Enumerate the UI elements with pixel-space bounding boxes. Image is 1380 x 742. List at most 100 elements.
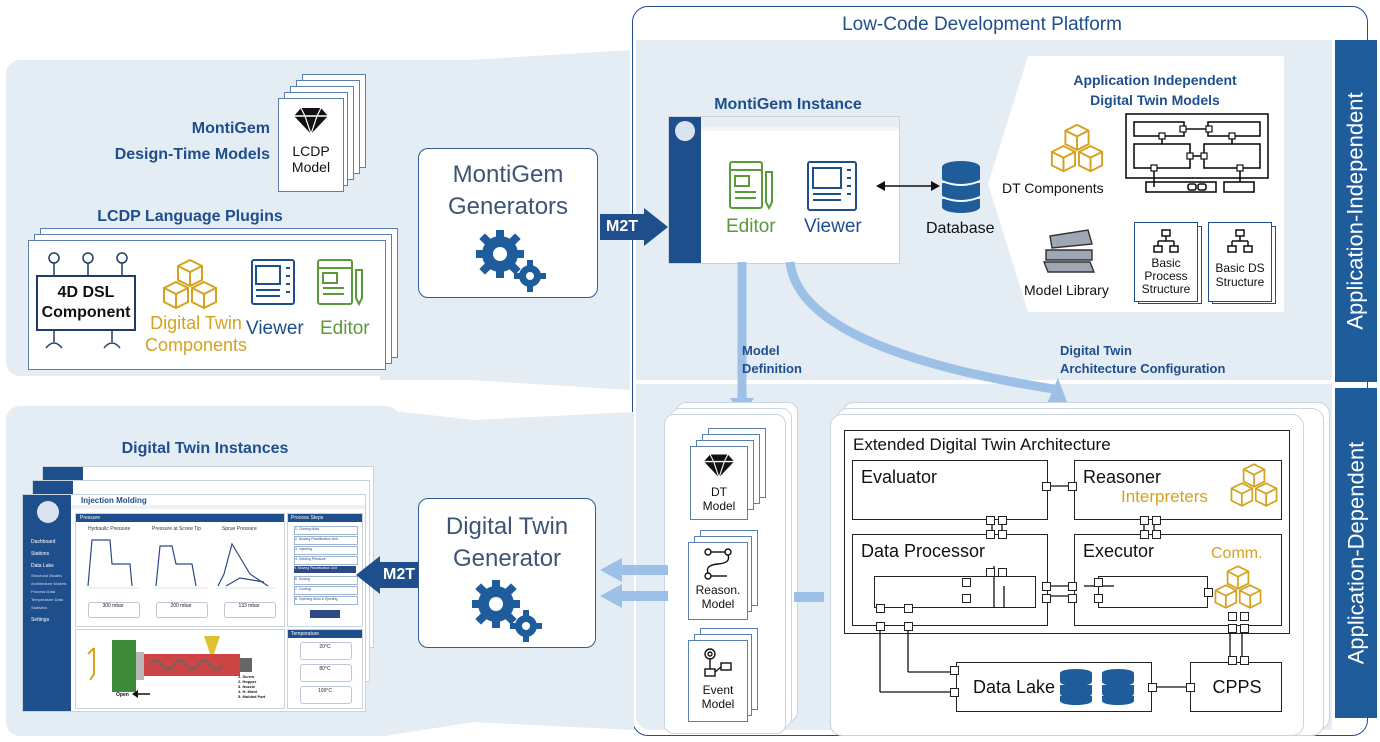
nav-process-data[interactable]: Process Data	[31, 589, 56, 594]
chart-title-hydraulic: Hydraulic Pressure	[88, 526, 131, 532]
step-2[interactable]: 2. Moving Plastification Unit	[294, 536, 358, 545]
step-5[interactable]: 5. Moving Plastification Unit	[294, 566, 356, 573]
machine-parts-list: 1. Screw 2. Hopper 3. Nozzle 4. H. Mold …	[238, 674, 266, 699]
diamond-icon	[703, 454, 735, 479]
dt-generator-title-2: Generator	[452, 545, 562, 572]
basic-process-doc: Basic Process Structure	[1134, 222, 1198, 302]
data-lake-label: Data Lake	[973, 677, 1056, 697]
instances-title: Digital Twin Instances	[121, 440, 289, 457]
reason-model-label: Reason. Model	[695, 583, 741, 611]
event-model-doc: Event Model	[688, 640, 748, 722]
evaluator-box: Evaluator	[852, 460, 1048, 520]
dt-generator-card	[418, 498, 596, 648]
diamond-icon	[294, 107, 328, 135]
steps-button[interactable]	[310, 610, 340, 618]
value-hydraulic: 300 mbar	[102, 603, 124, 609]
dt-components-cubes-icon	[1050, 123, 1104, 173]
component-ports	[45, 252, 128, 349]
architecture-config-label: Digital Twin Architecture Configuration	[1060, 343, 1226, 376]
reasoner-label: Reasoner	[1083, 467, 1162, 487]
arch-title: Extended Digital Twin Architecture	[853, 435, 1111, 454]
pressure-header: Pressure	[80, 515, 101, 521]
value-sprue: 133 mbar	[238, 603, 260, 609]
band-top-label: Application-Independent	[1343, 92, 1369, 330]
nav-structural-models[interactable]: Structural Models	[31, 573, 63, 578]
lcdp-model-doc: LCDP Model	[278, 98, 344, 192]
light-arrows-left	[600, 558, 668, 608]
dt-gears-icon	[472, 580, 542, 642]
plugin-editor-label: Editor	[320, 318, 370, 339]
database-icon	[941, 161, 981, 213]
dt-components-text: DT Components	[1002, 180, 1104, 196]
chart-title-sprue: Sprue Pressure	[222, 526, 257, 532]
database-label: Database	[926, 220, 995, 237]
nav-architecture-models[interactable]: Architecture Models	[31, 581, 67, 586]
dt-components-label: Digital Twin Components	[144, 313, 248, 355]
interpreters-label: Interpreters	[1121, 487, 1208, 506]
reasoner-cubes-icon	[1230, 463, 1278, 507]
app-title: Injection Molding	[81, 496, 147, 505]
gear-schema-icon	[704, 648, 732, 677]
independent-title-2: Digital Twin Models	[1090, 92, 1220, 108]
m2t-bottom-arrow	[356, 556, 380, 594]
reason-model-doc: Reason. Model	[688, 542, 748, 620]
nav-stations[interactable]: Stations	[31, 551, 50, 557]
nav-temperature-data[interactable]: Temperature Data	[31, 597, 64, 602]
temp-2: 80°C	[319, 666, 331, 672]
viewer-icon	[251, 259, 295, 305]
steps-header: Process Steps	[291, 515, 324, 521]
instance-screen-main: Injection Molding Dashboard Stations Dat…	[22, 494, 366, 712]
instance-title: MontiGem Instance	[714, 96, 862, 113]
arch-connectors	[879, 485, 1243, 693]
data-processor-label: Data Processor	[861, 541, 986, 561]
data-lake-db-icon-1	[1060, 669, 1092, 705]
step-7[interactable]: 7. Cooling	[294, 586, 358, 595]
instance-screen	[668, 116, 900, 264]
executor-cubes-icon	[1214, 565, 1262, 609]
plugin-viewer-label: Viewer	[246, 318, 304, 339]
band-bottom-label: Application-Dependent	[1343, 441, 1369, 665]
step-4[interactable]: 4. Holding Pressure	[294, 556, 358, 565]
cpps-box: CPPS	[1190, 662, 1282, 712]
model-definition-label: Model Definition	[742, 343, 802, 376]
nav-dashboard[interactable]: Dashboard	[31, 539, 56, 545]
m2t-top-label: M2T	[600, 214, 644, 240]
basic-ds-label: Basic DS Structure	[1215, 261, 1265, 289]
nav-statistics[interactable]: Statistics	[31, 605, 48, 610]
bridge-bar	[794, 592, 824, 602]
evaluator-label: Evaluator	[861, 467, 938, 487]
step-8[interactable]: 8. Opening Mold & Ejecting	[294, 596, 358, 605]
dp-inner-box	[874, 576, 1036, 608]
montigem-generators-card	[418, 148, 598, 298]
nav-data-lake[interactable]: Data Lake	[31, 563, 54, 569]
gears-icon	[476, 230, 546, 292]
design-time-title-1: MontiGem	[191, 120, 270, 137]
component-box: 4D DSL Component	[36, 275, 136, 331]
flow-arrows	[730, 261, 1070, 416]
executor-label: Executor	[1083, 541, 1155, 561]
hierarchy-icon	[1153, 229, 1179, 253]
books-icon	[1042, 229, 1096, 273]
instance-viewer-icon	[807, 161, 857, 211]
hierarchy-icon	[1227, 229, 1253, 253]
temp-1: 20°C	[319, 644, 331, 650]
exec-inner-box	[1098, 576, 1208, 608]
data-lake-db-icon-2	[1102, 669, 1134, 705]
step-3[interactable]: 3. Injecting	[294, 546, 358, 555]
comm-label: Comm.	[1211, 545, 1263, 562]
band-application-dependent: Application-Dependent	[1335, 388, 1377, 718]
component-label: 4D DSL Component	[41, 284, 131, 321]
flow-icon	[704, 548, 732, 580]
basic-process-label: Basic Process Structure	[1141, 256, 1191, 296]
dt-generator-title-1: Digital Twin	[445, 513, 569, 540]
step-1[interactable]: 1. Closing Mold	[294, 526, 358, 535]
temp-3: 100°C	[318, 688, 332, 694]
step-6[interactable]: 6. Dosing	[294, 576, 358, 585]
basic-ds-doc: Basic DS Structure	[1208, 222, 1272, 302]
platform-title: Low-Code Development Platform	[842, 14, 1122, 35]
instance-editor-label: Editor	[726, 216, 776, 237]
design-time-title-2: Design-Time Models	[114, 146, 270, 163]
nav-settings[interactable]: Settings	[31, 617, 50, 623]
m2t-bottom-label: M2T	[380, 562, 418, 588]
instance-editor-icon	[729, 161, 773, 211]
